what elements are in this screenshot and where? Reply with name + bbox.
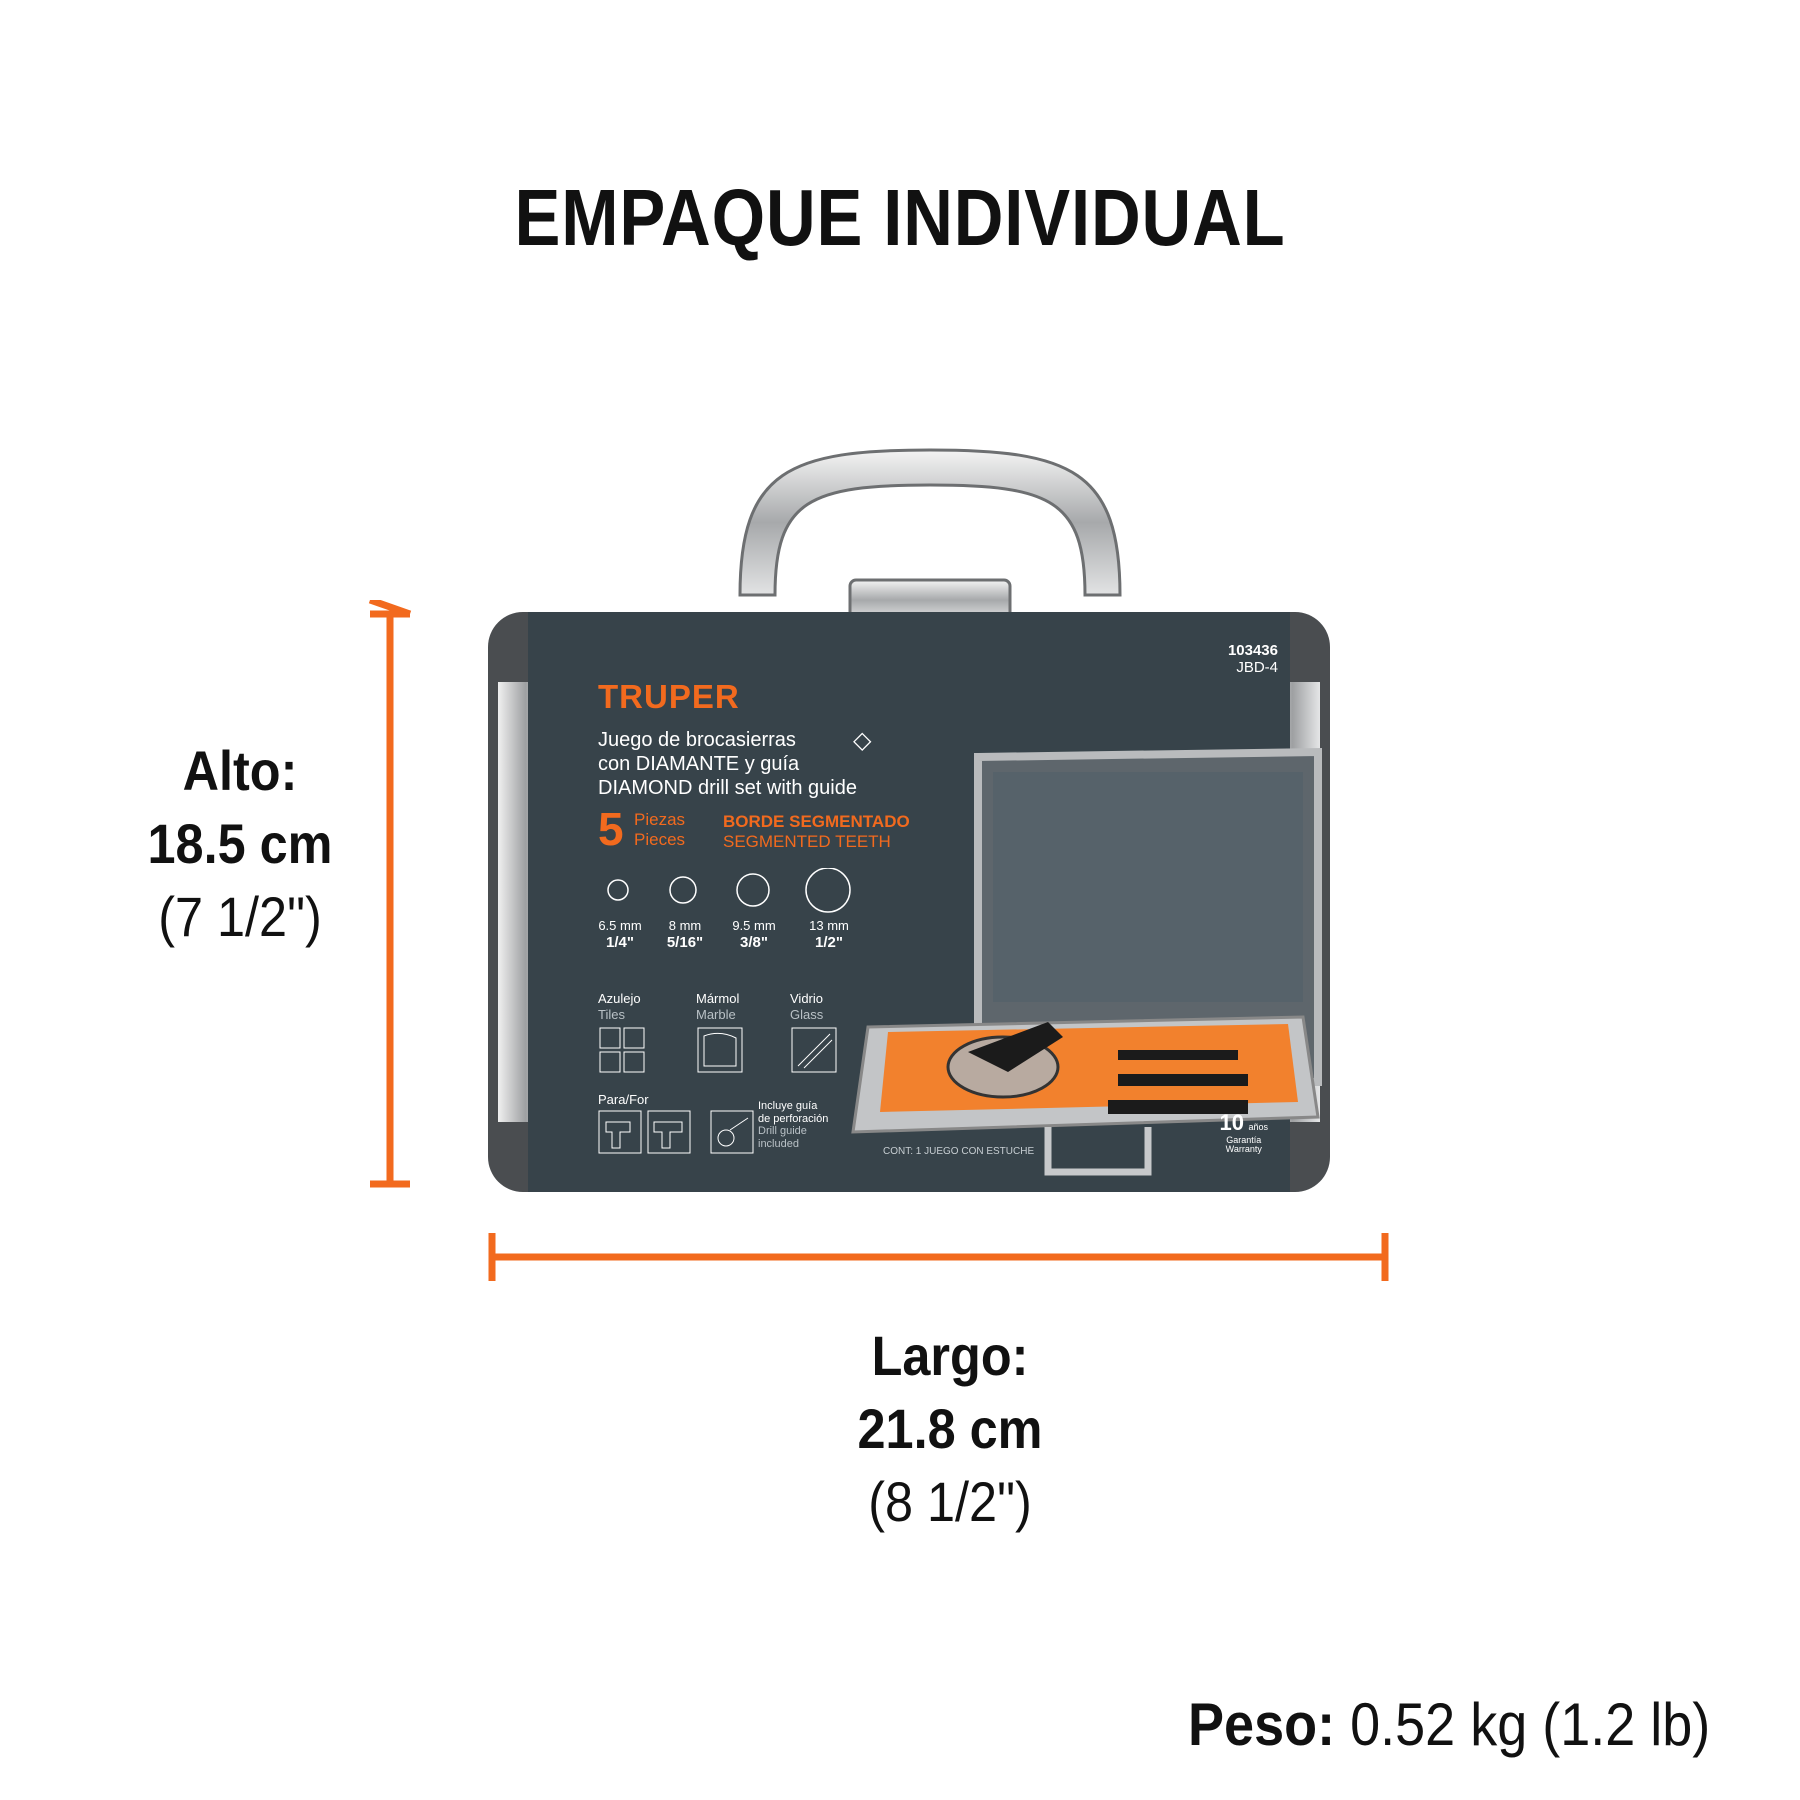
weight-info: Peso: 0.52 kg (1.2 lb) (1188, 1690, 1710, 1759)
size-circle-1 (607, 879, 629, 901)
case-body-illustration (488, 612, 1330, 1192)
size-inch-2: 5/16" (666, 933, 704, 951)
weight-value: 0.52 kg (1.2 lb) (1349, 1691, 1710, 1758)
size-mm-4: 13 mm (809, 918, 849, 933)
tools-icons (598, 1110, 691, 1154)
height-imperial: (7 1/2") (158, 884, 322, 948)
length-imperial: (8 1/2") (868, 1469, 1032, 1533)
pieces-es: Piezas (634, 810, 686, 829)
warranty-years: 10 (1219, 1110, 1245, 1135)
diamond-icon: ◇ (853, 727, 872, 754)
warranty-en: Warranty (1225, 1144, 1262, 1154)
page-title: EMPAQUE INDIVIDUAL (514, 173, 1286, 262)
size-circle-2 (669, 876, 697, 904)
cordless-drill-icon (598, 1110, 642, 1154)
size-circle-3 (736, 873, 770, 907)
pieces-en: Pieces (634, 829, 686, 849)
size-item-1: 6.5 mm 1/4" (598, 918, 642, 952)
height-dimension-line (368, 600, 412, 1188)
guide-text-3: Drill guide (758, 1125, 807, 1138)
length-dimension-line (488, 1233, 1389, 1281)
edge-label: BORDE SEGMENTADO SEGMENTED TEETH (723, 812, 910, 851)
size-mm-3: 9.5 mm (732, 918, 776, 933)
size-mm-2: 8 mm (668, 918, 702, 933)
product-name-es-line1: Juego de brocasierras (598, 729, 796, 751)
handle-grip (738, 448, 1122, 597)
product-name-en: DIAMOND drill set with guide (598, 777, 857, 799)
drill-guide-text: Incluye guía de perforación Drill guide … (758, 1100, 828, 1151)
guide-text-4: included (758, 1137, 799, 1150)
drill-guide-icon (710, 1110, 754, 1154)
height-metric: 18.5 cm (147, 811, 333, 875)
size-list: 6.5 mm 1/4" 8 mm 5/16" 9.5 mm 3/8" 13 mm… (598, 868, 858, 958)
product-case: 103436 JBD-4 TRUPER Juego de brocasierra… (488, 612, 1330, 1192)
material-tiles-es: Azulejo (598, 991, 641, 1006)
size-item-4: 13 mm 1/2" (803, 918, 855, 952)
brand-logo: TRUPER (598, 678, 740, 715)
warranty-es: Garantía (1226, 1135, 1262, 1145)
length-metric: 21.8 cm (857, 1396, 1043, 1460)
length-label: Largo: (871, 1324, 1029, 1387)
material-marble: Mármol Marble (696, 991, 744, 1078)
edge-es: BORDE SEGMENTADO (723, 812, 910, 831)
contents-text: CONT: 1 JUEGO CON ESTUCHE (883, 1146, 1035, 1157)
material-marble-en: Marble (696, 1006, 736, 1022)
material-glass-es: Vidrio (790, 991, 824, 1006)
length-label-group: Largo: 21.8 cm (8 1/2") (761, 1320, 1139, 1538)
height-label: Alto: (182, 739, 298, 802)
for-label: Para/For (598, 1092, 649, 1107)
glass-icon (791, 1027, 837, 1073)
size-item-2: 8 mm 5/16" (660, 918, 710, 952)
material-glass: Vidrio Glass (790, 991, 838, 1078)
material-tiles: Azulejo Tiles (598, 991, 646, 1078)
product-code: 103436 (1227, 642, 1278, 659)
warranty-badge: 10 años Garantía Warranty (1220, 1112, 1268, 1154)
weight-label: Peso: (1187, 1691, 1335, 1758)
product-codes: 103436 JBD-4 (1228, 642, 1278, 677)
material-glass-en: Glass (790, 1006, 824, 1022)
height-label-group: Alto: 18.5 cm (7 1/2") (105, 735, 375, 953)
material-marble-es: Mármol (696, 991, 740, 1006)
product-name-es-line2: con DIAMANTE y guía (598, 753, 800, 775)
size-inch-1: 1/4" (606, 933, 634, 951)
product-name: Juego de brocasierras con DIAMANTE y guí… (598, 728, 857, 800)
size-inch-4: 1/2" (815, 933, 843, 951)
size-inch-3: 3/8" (740, 933, 768, 951)
open-case-illustration (851, 747, 1322, 1176)
pieces-label: Piezas Pieces (634, 810, 685, 849)
pieces-count: 5 (598, 803, 624, 855)
hammer-drill-icon (647, 1110, 691, 1154)
product-card-content: 103436 JBD-4 TRUPER Juego de brocasierra… (598, 606, 1278, 1186)
marble-icon (697, 1027, 743, 1073)
tiles-icon (599, 1027, 645, 1073)
warranty-unit: años (1248, 1122, 1268, 1132)
size-mm-1: 6.5 mm (598, 918, 642, 933)
material-tiles-en: Tiles (598, 1006, 625, 1022)
size-circle-4 (805, 868, 851, 913)
guide-text-1: Incluye guía (758, 1100, 818, 1112)
product-model: JBD-4 (1236, 659, 1278, 677)
size-circles (607, 868, 851, 913)
size-item-3: 9.5 mm 3/8" (728, 918, 780, 952)
guide-text-2: de perforación (758, 1112, 829, 1125)
edge-en: SEGMENTED TEETH (723, 831, 891, 851)
